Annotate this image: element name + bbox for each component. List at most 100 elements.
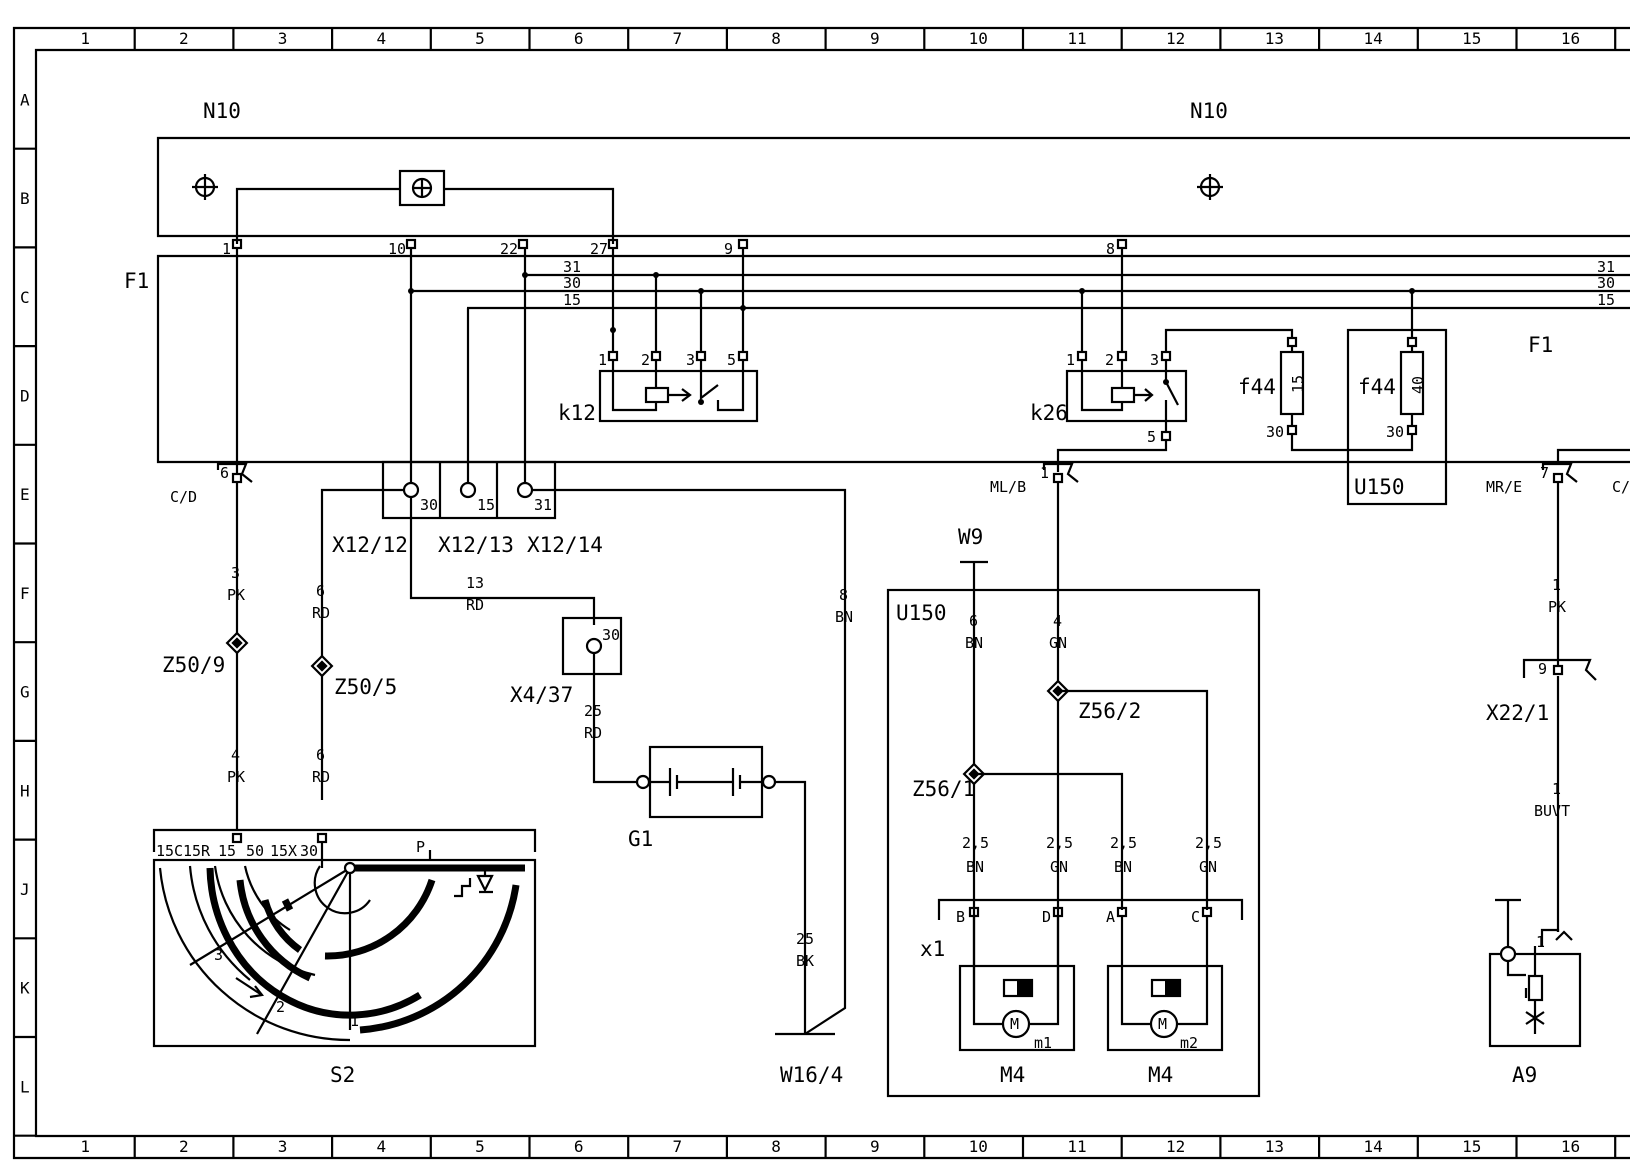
- grid-column-label: 2: [179, 1137, 189, 1156]
- x1-pin-b: B: [956, 908, 965, 926]
- n10-pin-9: 9: [724, 240, 733, 258]
- chassis-ground-icon: [411, 177, 433, 199]
- wire-label-13: 13: [466, 574, 484, 592]
- m4-left-label: M4: [1000, 1063, 1025, 1087]
- wire-label-1-2: 1: [1552, 780, 1561, 798]
- s2-pin-15c: 15C: [156, 842, 183, 860]
- wire-label-rd-4: RD: [584, 724, 602, 742]
- grid-column-label: 12: [1166, 1137, 1185, 1156]
- n10-pin-27: 27: [590, 240, 608, 258]
- grid-column-label: 11: [1067, 1137, 1086, 1156]
- wire-label-gn-3: GN: [1199, 858, 1217, 876]
- mlb-pin-1: 1: [1040, 464, 1049, 482]
- wire-label-pk-3: PK: [1548, 598, 1566, 616]
- x1-pin-c: C: [1191, 908, 1200, 926]
- wire-label-2-5-4: 2,5: [1195, 834, 1222, 852]
- splice-z56-1: Z56/1: [912, 762, 986, 801]
- z56-2-label: Z56/2: [1078, 699, 1141, 723]
- f44-label: f44: [1238, 375, 1276, 399]
- wire-label-bn-3: BN: [966, 858, 984, 876]
- grid-column-label: 6: [574, 1137, 584, 1156]
- motor-m4-right: M m2 M4: [1106, 964, 1224, 1087]
- splice-z50-5: Z50/5: [310, 654, 397, 699]
- grid-column-label: 14: [1363, 1137, 1382, 1156]
- u150-fuse-label: U150: [1354, 475, 1405, 499]
- wire-label-rd-3: RD: [466, 596, 484, 614]
- motor-m-label-2: M: [1158, 1015, 1167, 1033]
- m4-right-label: M4: [1148, 1063, 1173, 1087]
- k26-pin-5: 5: [1147, 428, 1156, 446]
- f44-rating-15: 15: [1289, 375, 1307, 393]
- f44-pin-30: 30: [1266, 423, 1284, 441]
- grid-row-label: A: [20, 90, 30, 109]
- grid-row-label: D: [20, 386, 30, 405]
- n10-module: N10 N10: [156, 99, 1630, 244]
- wire-label-gn-2: GN: [1050, 858, 1068, 876]
- splice-z56-2: Z56/2: [1046, 679, 1141, 723]
- grid-column-label: 7: [673, 29, 683, 48]
- s2-pin-15r: 15R: [183, 842, 211, 860]
- grid-column-label: 7: [673, 1137, 683, 1156]
- k12-pin-2: 2: [641, 351, 650, 369]
- bus-31-label-right: 31: [1597, 258, 1615, 276]
- grid-row-label: K: [20, 979, 30, 998]
- grid-column-label: 4: [376, 29, 386, 48]
- wire-label-25-2: 25: [796, 930, 814, 948]
- relay-coil-icon: [644, 386, 670, 404]
- grid-row-label: B: [20, 189, 30, 208]
- k26-label: k26: [1030, 401, 1068, 425]
- grid-column-label: 13: [1265, 29, 1284, 48]
- n10-pins: 1 10 22 27 9 8: [222, 238, 1128, 258]
- grid-row-label: E: [20, 485, 30, 504]
- n10-left-label: N10: [203, 99, 241, 123]
- fuse-f44-15a: f44 15 30: [1238, 336, 1307, 441]
- cd-connector-label: C/D: [170, 488, 197, 506]
- ignition-switch-s2: 15C 15R 15 50 15X 30 P 3 2 1 S2: [152, 828, 537, 1087]
- x4-37-label: X4/37: [510, 683, 573, 707]
- wire-label-gn: GN: [1049, 634, 1067, 652]
- z50-5-label: Z50/5: [334, 675, 397, 699]
- s2-position-1: 1: [350, 1012, 359, 1030]
- wire-label-bn-4: BN: [1114, 858, 1132, 876]
- grid-column-label: 8: [771, 29, 781, 48]
- cd-pin-6: 6: [220, 464, 229, 482]
- wire-label-buvt: BUVT: [1534, 802, 1570, 820]
- u150-label: U150: [896, 601, 947, 625]
- grid-row-label: J: [20, 880, 30, 899]
- n10-pin-1: 1: [222, 240, 231, 258]
- m1-label: m1: [1034, 1034, 1052, 1052]
- f1-right-label: F1: [1528, 333, 1553, 357]
- mre-connector-label: MR/E: [1486, 478, 1522, 496]
- grid-column-label: 2: [179, 29, 189, 48]
- m2-label: m2: [1180, 1034, 1198, 1052]
- wire-label-4-2: 4: [1053, 612, 1062, 630]
- grid-column-label: 1: [80, 29, 90, 48]
- a9-pin-1: 1: [1536, 933, 1545, 951]
- cd-right-connector-label: C/: [1612, 478, 1630, 496]
- x12-pin-31: 31: [534, 496, 552, 514]
- x4-pin-30: 30: [602, 626, 620, 644]
- k12-label: k12: [558, 401, 596, 425]
- wire-label-rd-2: RD: [312, 768, 330, 786]
- w16-4-label: W16/4: [780, 1063, 843, 1087]
- x22-pin-9: 9: [1538, 660, 1547, 678]
- frame-grid: 1122334455667788991010111112121313141415…: [14, 28, 1617, 1158]
- s2-position-2: 2: [276, 998, 285, 1016]
- component-a9: 1 A9: [1488, 898, 1582, 1087]
- grid-column-label: 9: [870, 1137, 880, 1156]
- k26-pin-3: 3: [1150, 351, 1159, 369]
- wire-label-2-5-2: 2,5: [1046, 834, 1073, 852]
- f1-fuse-box: F1 F1 31 30 15 31 30 15: [124, 254, 1630, 464]
- grid-column-label: 3: [278, 1137, 288, 1156]
- wire-label-2-5: 2,5: [962, 834, 989, 852]
- wire-label-4: 4: [231, 746, 240, 764]
- chassis-ground-icon: [1197, 174, 1223, 200]
- grid-column-label: 10: [969, 29, 988, 48]
- battery-g1: G1: [628, 745, 777, 851]
- grid-column-label: 16: [1561, 29, 1580, 48]
- grid-column-label: 5: [475, 29, 485, 48]
- grid-column-label: 3: [278, 29, 288, 48]
- g1-label: G1: [628, 827, 653, 851]
- grid-column-label: 10: [969, 1137, 988, 1156]
- x1-label: x1: [920, 937, 945, 961]
